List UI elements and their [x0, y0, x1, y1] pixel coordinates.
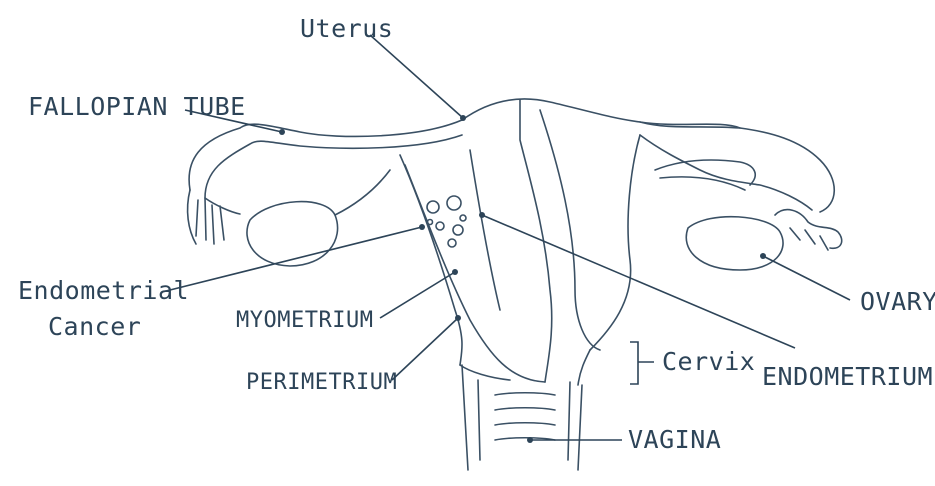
label-perimetrium: PERIMETRIUM — [246, 368, 397, 398]
label-endometrial-cancer-2: Cancer — [48, 312, 141, 342]
label-vagina: VAGINA — [628, 425, 721, 455]
left-ovary — [247, 202, 338, 266]
label-myometrium: MYOMETRIUM — [236, 306, 373, 336]
cervix — [460, 350, 590, 385]
label-ovary: OVARY — [860, 287, 935, 317]
label-cervix: Cervix — [662, 347, 755, 377]
label-endometrium: ENDOMETRIUM — [762, 362, 933, 392]
label-fallopian-tube: FALLOPIAN TUBE — [28, 92, 246, 122]
right-ovary — [686, 217, 783, 270]
label-uterus: Uterus — [300, 14, 393, 44]
uterus-body — [400, 99, 740, 382]
vagina-shape — [462, 365, 582, 470]
label-endometrial-cancer-1: Endometrial — [18, 276, 189, 306]
right-fallopian-tube — [640, 122, 842, 250]
